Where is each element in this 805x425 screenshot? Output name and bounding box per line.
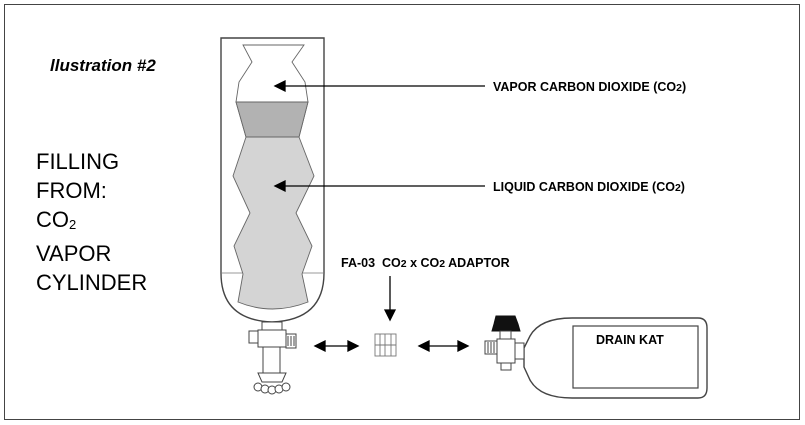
vapor-co2-label-close: ) <box>681 80 687 94</box>
liquid-co2-label-close: ) <box>680 180 685 194</box>
adaptor-label-part-1: FA-03 CO <box>341 256 401 270</box>
adaptor-label-part-2: x CO <box>406 256 440 270</box>
liquid-surface <box>235 101 309 138</box>
vapor-co2-label-text: VAPOR CARBON DIOXIDE (CO <box>493 80 677 94</box>
side-label-line-4: VAPOR <box>36 241 112 266</box>
side-label-line-1: FILLING <box>36 149 120 174</box>
side-label-line-3-text: CO <box>36 207 69 232</box>
fa-03-adaptor <box>374 333 397 357</box>
adaptor-label-sub-2: 2 <box>439 258 446 270</box>
vapor-co2-label: VAPOR CARBON DIOXIDE (CO2) <box>493 80 686 94</box>
vapor-co2-region <box>235 44 309 103</box>
drain-kat-black-cap <box>491 315 521 332</box>
source-cylinder-valve <box>248 321 297 395</box>
filling-from-label: FILLING FROM: CO2 VAPOR CYLINDER <box>36 147 147 297</box>
illustration-title: llustration #2 <box>50 56 156 75</box>
vapor-co2-label-subscript: 2 <box>676 82 682 94</box>
arrows <box>273 79 485 353</box>
adaptor-label: FA-03 CO2 x CO2 ADAPTOR <box>341 256 510 270</box>
liquid-co2-region <box>232 101 315 310</box>
drain-kat-label-box <box>572 325 699 389</box>
liquid-co2-label: LIQUID CARBON DIOXIDE (CO2) <box>493 180 685 194</box>
side-label-line-5: CYLINDER <box>36 270 148 295</box>
side-label-line-3: CO2 <box>36 205 147 239</box>
adaptor-label-part-3: ADAPTOR <box>445 256 510 270</box>
side-label-line-2: FROM: <box>36 178 107 203</box>
drain-kat-label: DRAIN KAT <box>596 333 664 347</box>
liquid-co2-label-text: LIQUID CARBON DIOXIDE (CO <box>493 180 675 194</box>
adaptor-label-sub-1: 2 <box>400 258 407 270</box>
drain-kat-valve <box>484 315 525 371</box>
side-label-line-3-subscript: 2 <box>69 217 77 232</box>
liquid-co2-label-subscript: 2 <box>674 182 681 194</box>
